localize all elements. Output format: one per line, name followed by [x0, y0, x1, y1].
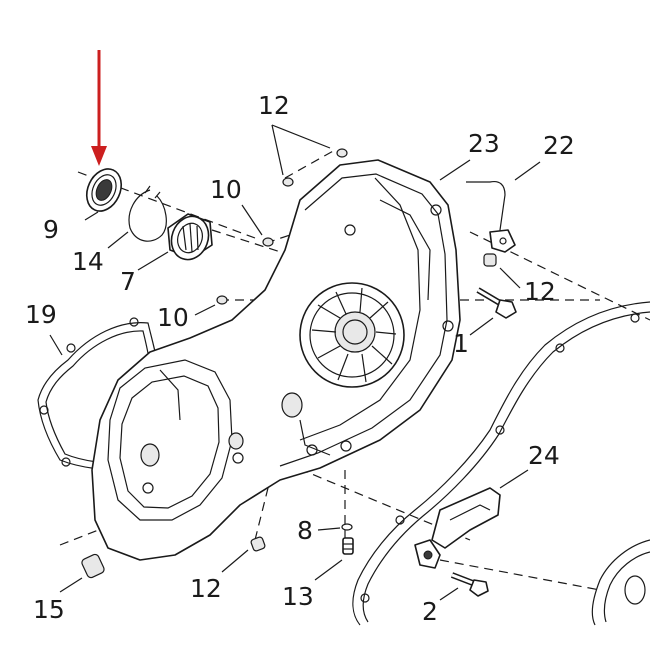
- callout-12-right: 12: [524, 277, 556, 306]
- part-2-bolt: [450, 572, 489, 597]
- part-22-bracket: [466, 180, 516, 253]
- small-parts: [81, 148, 497, 579]
- callout-10-upper: 10: [210, 175, 242, 204]
- gasket-right: [352, 301, 650, 626]
- part-8-washer: [341, 523, 353, 531]
- callout-23: 23: [468, 129, 500, 158]
- part-9-seal: [85, 168, 123, 212]
- callout-8: 8: [297, 516, 313, 545]
- part-13-plug: [342, 537, 354, 555]
- callout-24: 24: [528, 441, 560, 470]
- callout-10-lower: 10: [157, 303, 189, 332]
- callout-12-top: 12: [258, 91, 290, 120]
- callout-7: 7: [120, 267, 136, 296]
- callout-14: 14: [72, 247, 104, 276]
- primary-cover-23: [91, 159, 461, 561]
- part-1-bolt: [476, 287, 517, 319]
- callouts: 12 23 22 10 9 14 7 12 10 19 1 24 8 12 13…: [25, 91, 575, 626]
- callout-15: 15: [33, 595, 65, 624]
- callout-9: 9: [43, 215, 59, 244]
- callout-22: 22: [543, 131, 575, 160]
- part-14-retaining-ring: [128, 185, 167, 242]
- part-7-bearing: [167, 213, 213, 261]
- highlight-arrow: [91, 50, 107, 166]
- callout-13: 13: [282, 582, 314, 611]
- callout-2: 2: [422, 597, 438, 626]
- leader-lines: [49, 124, 541, 601]
- callout-12-bottom: 12: [190, 574, 222, 603]
- callout-1: 1: [453, 329, 469, 358]
- part-24-clip: [414, 487, 501, 569]
- derby-cover: [591, 539, 650, 626]
- callout-19: 19: [25, 300, 57, 329]
